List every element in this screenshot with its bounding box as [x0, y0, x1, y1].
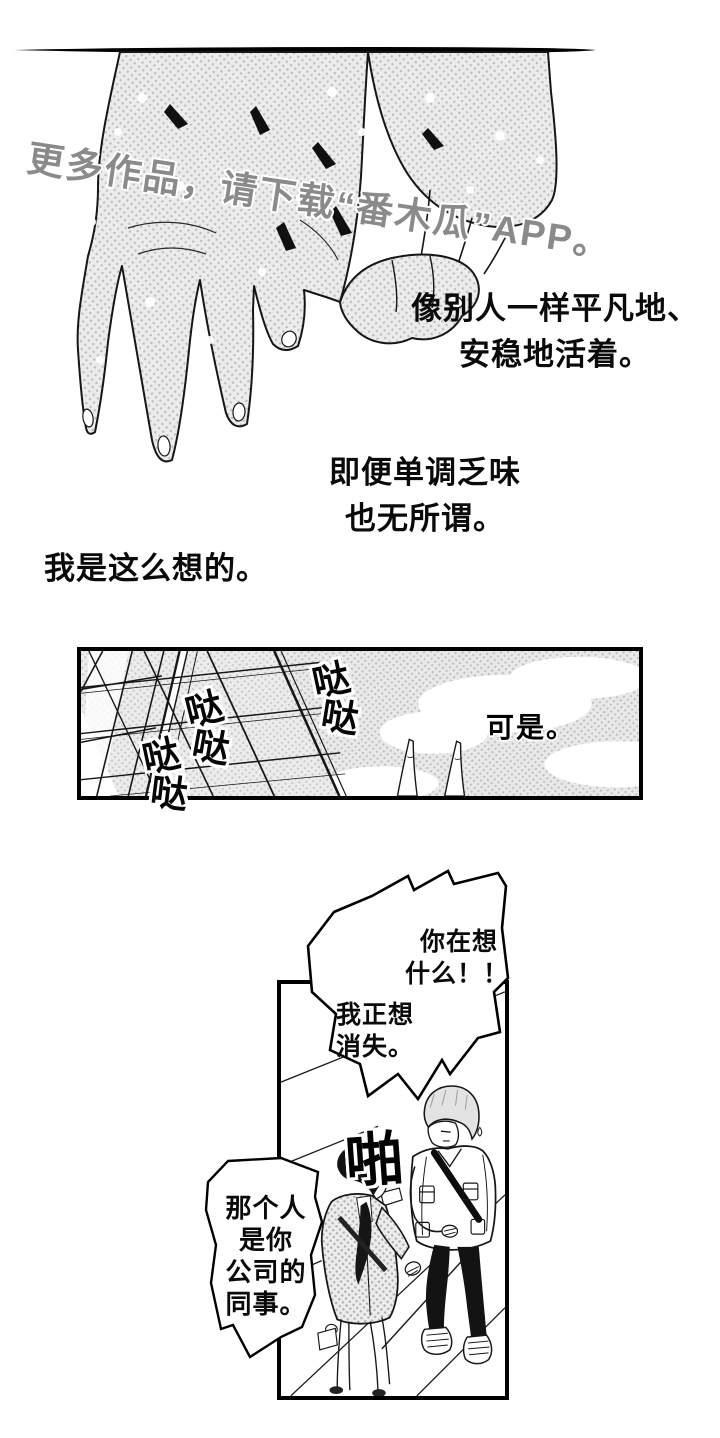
character-light-hair [409, 1085, 497, 1365]
street-panel-art [281, 991, 505, 1396]
colleague-line-1: 那个人 [225, 1193, 307, 1223]
ceiling-panel-art [81, 651, 639, 796]
narration-dull-line2: 也无所谓。 [345, 501, 505, 536]
ceiling-panel [77, 647, 643, 800]
sfx-slap: 啪 [343, 1126, 406, 1195]
character-dark-hair [317, 1145, 422, 1396]
reply-line-2: 消失。 [336, 1033, 415, 1061]
colleague-bubble-text: 那个人 是你 公司的 同事。 [218, 1192, 314, 1320]
shout-bubble-shape [306, 869, 510, 1102]
reply-line-1: 我正想 [336, 1001, 415, 1029]
narration-live: 像别人一样平凡地、 安稳地活着。 [395, 286, 715, 378]
banners [396, 738, 466, 796]
narration-live-line2: 安稳地活着。 [459, 337, 651, 372]
colleague-line-2: 是你 [238, 1225, 293, 1255]
shout-line-2: 什么！！ [405, 960, 510, 988]
ceiling-caption: 可是。 [486, 712, 577, 743]
narration-dull: 即便单调乏味 也无所谓。 [300, 450, 550, 542]
narration-thought: 我是这么想的。 [44, 551, 268, 586]
shout-line-1: 你在想 [420, 928, 499, 956]
sfx-da-6: 哒 [148, 770, 190, 817]
colleague-line-3: 公司的 [225, 1257, 307, 1287]
colleague-bubble-shape [204, 1156, 324, 1359]
colleague-line-4: 同事。 [225, 1289, 307, 1319]
narration-live-line1: 像别人一样平凡地、 [411, 291, 699, 326]
hand-illustration [14, 47, 596, 463]
narration-dull-line1: 即便单调乏味 [329, 455, 521, 490]
